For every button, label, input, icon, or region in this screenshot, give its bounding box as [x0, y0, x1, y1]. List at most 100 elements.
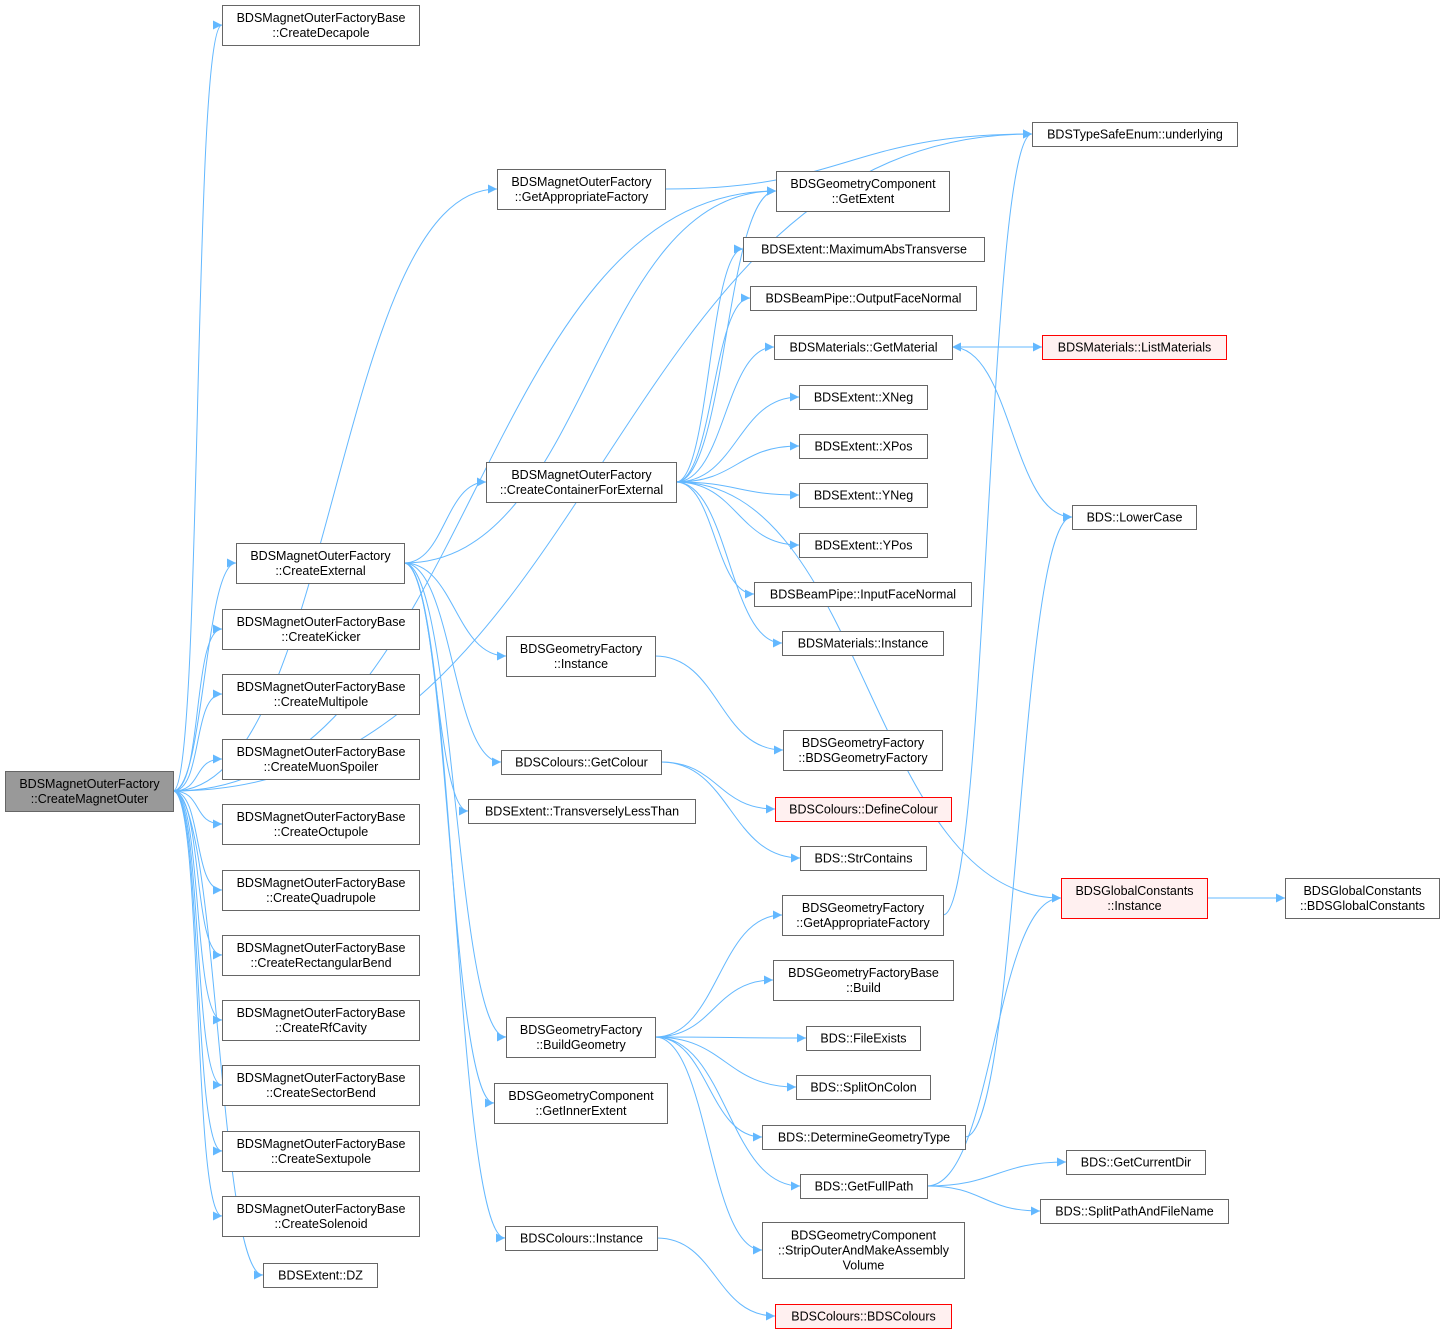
node-trans-less[interactable]: BDSExtent::TransverselyLessThan: [468, 799, 696, 824]
node-list-materials[interactable]: BDSMaterials::ListMaterials: [1042, 335, 1227, 360]
edge-build-geometry-to-file-exists: [654, 1033, 807, 1043]
node-label: ::CreateMagnetOuter: [31, 792, 148, 806]
node-get-app-factory[interactable]: BDSMagnetOuterFactory::GetAppropriateFac…: [497, 169, 666, 210]
node-octupole[interactable]: BDSMagnetOuterFactoryBase::CreateOctupol…: [222, 804, 420, 845]
node-mat-instance[interactable]: BDSMaterials::Instance: [782, 631, 944, 656]
node-label: BDSGlobalConstants: [1303, 884, 1421, 898]
node-output-face[interactable]: BDSBeamPipe::OutputFaceNormal: [750, 286, 977, 311]
node-file-exists[interactable]: BDS::FileExists: [806, 1026, 921, 1051]
node-label: ::GetExtent: [832, 192, 895, 206]
node-box: [497, 169, 666, 210]
node-label: BDSGeometryComponent: [790, 177, 936, 191]
node-box: [775, 1304, 952, 1329]
node-xneg[interactable]: BDSExtent::XNeg: [799, 385, 928, 410]
node-box: [782, 631, 944, 656]
node-muon-spoiler[interactable]: BDSMagnetOuterFactoryBase::CreateMuonSpo…: [222, 739, 420, 780]
edge-build-geometry-to-strip-outer: [654, 1036, 763, 1255]
node-split-on-colon[interactable]: BDS::SplitOnColon: [796, 1075, 931, 1100]
edge-get-full-path-to-split-path: [926, 1185, 1041, 1216]
node-label: ::CreateMultipole: [274, 695, 369, 709]
node-multipole[interactable]: BDSMagnetOuterFactoryBase::CreateMultipo…: [222, 674, 420, 715]
node-box: [806, 1026, 921, 1051]
edge-determine-geom-to-lower-case: [964, 512, 1073, 1138]
edge-container-ext-to-geom-get-extent: [675, 186, 777, 483]
edge-root-to-solenoid: [172, 790, 223, 1221]
node-label: BDSMagnetOuterFactoryBase: [237, 745, 406, 759]
node-label: BDSColours::Instance: [520, 1232, 643, 1246]
node-label: BDS::StrContains: [815, 852, 913, 866]
node-str-contains[interactable]: BDS::StrContains: [800, 846, 927, 871]
node-colours-inst[interactable]: BDSColours::Instance: [505, 1226, 658, 1251]
node-label: BDSColours::BDSColours: [791, 1310, 936, 1324]
node-underlying[interactable]: BDSTypeSafeEnum::underlying: [1032, 122, 1238, 147]
node-ypos[interactable]: BDSExtent::YPos: [799, 533, 928, 558]
node-inner-extent[interactable]: BDSGeometryComponent::GetInnerExtent: [494, 1083, 668, 1124]
node-sextupole[interactable]: BDSMagnetOuterFactoryBase::CreateSextupo…: [222, 1131, 420, 1172]
node-geom-get-extent[interactable]: BDSGeometryComponent::GetExtent: [776, 171, 950, 212]
node-box: [505, 1226, 658, 1251]
node-box: [754, 582, 972, 607]
node-geom-fact-ctor[interactable]: BDSGeometryFactory::BDSGeometryFactory: [783, 730, 943, 771]
node-label: BDSMagnetOuterFactory: [250, 549, 391, 563]
edge-container-ext-to-yneg: [675, 481, 800, 500]
node-sector-bend[interactable]: BDSMagnetOuterFactoryBase::CreateSectorB…: [222, 1065, 420, 1106]
node-geom-fact-inst[interactable]: BDSGeometryFactory::Instance: [506, 636, 656, 677]
node-kicker[interactable]: BDSMagnetOuterFactoryBase::CreateKicker: [222, 609, 420, 650]
node-label: ::CreateExternal: [275, 564, 365, 578]
node-label: BDSMaterials::GetMaterial: [790, 341, 938, 355]
node-label: BDSMagnetOuterFactoryBase: [237, 1071, 406, 1085]
node-label: BDSGeometryComponent: [508, 1089, 654, 1103]
node-input-face[interactable]: BDSBeamPipe::InputFaceNormal: [754, 582, 972, 607]
node-rf-cavity[interactable]: BDSMagnetOuterFactoryBase::CreateRfCavit…: [222, 1000, 420, 1041]
node-label: BDSMaterials::ListMaterials: [1058, 341, 1212, 355]
node-label: ::BDSGeometryFactory: [798, 751, 928, 765]
node-rect-bend[interactable]: BDSMagnetOuterFactoryBase::CreateRectang…: [222, 935, 420, 976]
node-box: [486, 462, 677, 503]
node-get-full-path[interactable]: BDS::GetFullPath: [800, 1174, 928, 1199]
edge-get-app-factory-to-underlying: [664, 129, 1033, 190]
node-container-ext[interactable]: BDSMagnetOuterFactory::CreateContainerFo…: [486, 462, 677, 503]
node-label: BDSMagnetOuterFactory: [19, 777, 160, 791]
node-split-path[interactable]: BDS::SplitPathAndFileName: [1040, 1199, 1229, 1224]
node-box: [501, 750, 662, 775]
node-solenoid[interactable]: BDSMagnetOuterFactoryBase::CreateSolenoi…: [222, 1196, 420, 1237]
node-global-inst[interactable]: BDSGlobalConstants::Instance: [1061, 878, 1208, 919]
node-label: BDSMaterials::Instance: [798, 637, 929, 651]
node-max-abs-trans[interactable]: BDSExtent::MaximumAbsTransverse: [743, 237, 985, 262]
node-label: BDSMagnetOuterFactoryBase: [237, 941, 406, 955]
node-quadrupole[interactable]: BDSMagnetOuterFactoryBase::CreateQuadrup…: [222, 870, 420, 911]
node-colours-ctor[interactable]: BDSColours::BDSColours: [775, 1304, 952, 1329]
node-box: [743, 237, 985, 262]
node-decapole[interactable]: BDSMagnetOuterFactoryBase::CreateDecapol…: [222, 5, 420, 46]
node-root[interactable]: BDSMagnetOuterFactory::CreateMagnetOuter: [5, 771, 174, 812]
node-label: BDSExtent::TransverselyLessThan: [485, 805, 679, 819]
node-lower-case[interactable]: BDS::LowerCase: [1072, 505, 1197, 530]
node-determine-geom[interactable]: BDS::DetermineGeometryType: [762, 1125, 966, 1150]
node-geom-get-app-fact[interactable]: BDSGeometryFactory::GetAppropriateFactor…: [782, 895, 944, 936]
node-strip-outer[interactable]: BDSGeometryComponent::StripOuterAndMakeA…: [762, 1222, 965, 1279]
edge-build-geometry-to-get-full-path: [654, 1036, 801, 1191]
node-label: ::CreateOctupole: [274, 825, 369, 839]
node-label: BDSExtent::MaximumAbsTransverse: [761, 243, 967, 257]
node-label: BDS::SplitPathAndFileName: [1055, 1205, 1213, 1219]
node-build-geometry[interactable]: BDSGeometryFactory::BuildGeometry: [506, 1017, 656, 1058]
node-get-colour[interactable]: BDSColours::GetColour: [501, 750, 662, 775]
node-label: ::StripOuterAndMakeAssembly: [778, 1244, 950, 1258]
node-label: BDSMagnetOuterFactoryBase: [237, 1006, 406, 1020]
node-get-material[interactable]: BDSMaterials::GetMaterial: [774, 335, 953, 360]
edge-colours-inst-to-colours-ctor: [656, 1237, 776, 1321]
node-get-current-dir[interactable]: BDS::GetCurrentDir: [1066, 1150, 1206, 1175]
edge-root-to-decapole: [172, 20, 223, 792]
node-global-ctor[interactable]: BDSGlobalConstants::BDSGlobalConstants: [1285, 878, 1440, 919]
node-create-external[interactable]: BDSMagnetOuterFactory::CreateExternal: [236, 543, 405, 584]
nodes-layer: BDSMagnetOuterFactory::CreateMagnetOuter…: [5, 5, 1440, 1329]
node-geom-base-build[interactable]: BDSGeometryFactoryBase::Build: [773, 960, 954, 1001]
node-dz[interactable]: BDSExtent::DZ: [263, 1263, 378, 1288]
node-define-colour[interactable]: BDSColours::DefineColour: [775, 797, 952, 822]
node-box: [222, 1000, 420, 1041]
node-box: [799, 385, 928, 410]
node-xpos[interactable]: BDSExtent::XPos: [799, 434, 928, 459]
node-yneg[interactable]: BDSExtent::YNeg: [799, 483, 928, 508]
node-label: BDS::GetCurrentDir: [1081, 1156, 1191, 1170]
